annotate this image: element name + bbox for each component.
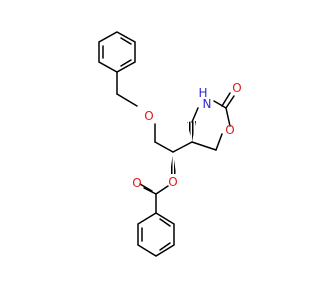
structure-diagram: O N H O O O O — [98, 31, 242, 257]
atom-nh-hydrogen: H — [198, 86, 207, 100]
hashed-wedge-ring — [187, 121, 196, 142]
atom-ring-nitrogen: N — [203, 97, 212, 111]
molecule-svg: O N H O O O O — [98, 31, 242, 257]
benzoyl-phenyl-ring — [137, 212, 175, 257]
oxazolidinone-ring-bonds — [191, 92, 235, 151]
benzyl-phenyl-ring — [98, 31, 136, 73]
benzyl-linker-bonds — [116, 71, 156, 143]
atom-ring-oxygen: O — [225, 123, 234, 137]
atom-ether-oxygen: O — [144, 109, 153, 123]
atom-ring-carbonyl-oxygen: O — [232, 81, 241, 95]
atom-ester-oxygen: O — [168, 175, 177, 189]
hashed-wedge-ester — [170, 152, 176, 174]
backbone-bonds — [154, 141, 193, 153]
atom-ester-carbonyl-oxygen: O — [132, 176, 141, 190]
ester-bonds — [139, 183, 169, 214]
